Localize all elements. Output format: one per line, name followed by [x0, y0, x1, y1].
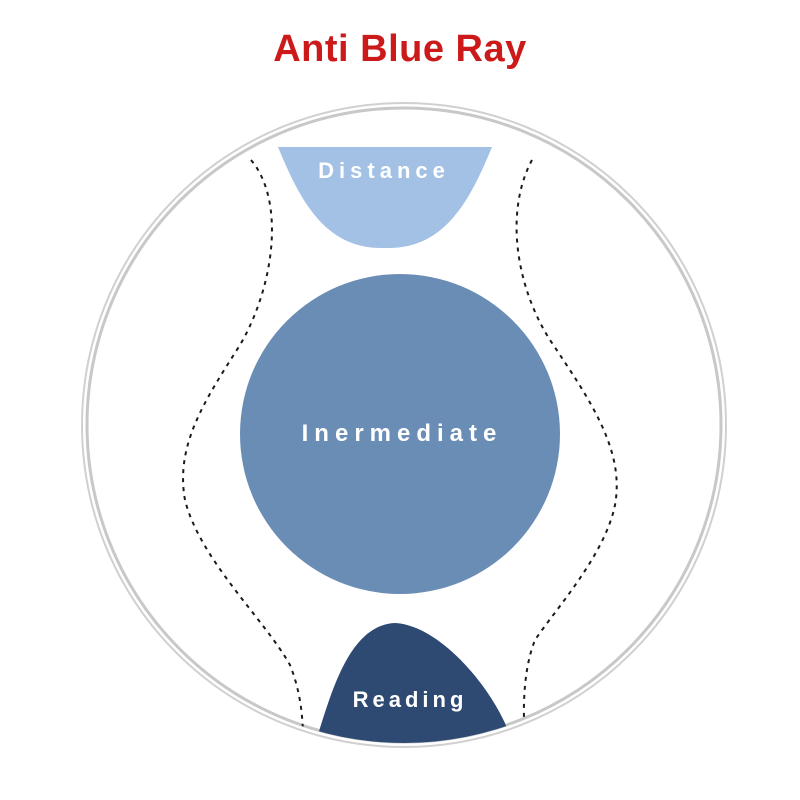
lens-rim-outer	[81, 102, 727, 748]
intermediate-zone	[240, 274, 560, 594]
distance-zone	[278, 147, 492, 249]
corridor-boundary-right	[515, 159, 618, 741]
corridor-boundary-left	[182, 159, 304, 741]
reading-label: Reading	[353, 687, 468, 712]
intermediate-label: Inermediate	[302, 420, 503, 447]
page-title: Anti Blue Ray	[273, 28, 527, 70]
distance-label: Distance	[318, 158, 450, 183]
reading-zone	[317, 623, 511, 743]
